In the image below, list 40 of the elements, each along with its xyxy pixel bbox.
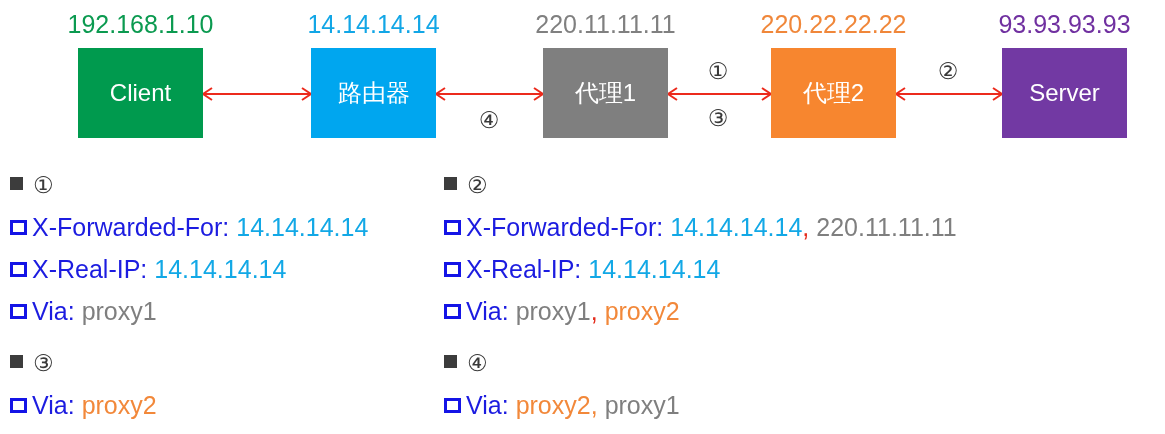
header-value: proxy2 [81, 390, 157, 420]
double-arrow [435, 87, 544, 101]
header-name: X-Real-IP: [466, 254, 582, 284]
header-name: Via: [32, 390, 75, 420]
step-number: ④ [467, 349, 488, 378]
header-value: 14.14.14.14 [236, 212, 369, 242]
node-box: Client [78, 48, 203, 138]
comma: , [802, 212, 810, 242]
header-value: 14.14.14.14 [154, 254, 287, 284]
header-value: 14.14.14.14 [670, 212, 803, 242]
double-arrow [202, 87, 312, 101]
comma: , [590, 296, 598, 326]
ip-address: 192.168.1.10 [67, 9, 214, 39]
step-number: ① [33, 171, 54, 200]
header-value: proxy2 [515, 390, 591, 420]
ip-address: 220.22.22.22 [760, 9, 907, 39]
header-name: X-Forwarded-For: [32, 212, 230, 242]
double-arrow [667, 87, 772, 101]
double-arrow [895, 87, 1003, 101]
header-name: Via: [466, 390, 509, 420]
node-box: 代理1 [543, 48, 668, 138]
header-name: Via: [466, 296, 509, 326]
header-name: X-Real-IP: [32, 254, 148, 284]
node-box: 路由器 [311, 48, 436, 138]
ip-address: 220.11.11.11 [535, 9, 676, 39]
node-box: 代理2 [771, 48, 896, 138]
header-name: Via: [32, 296, 75, 326]
header-value: proxy1 [81, 296, 157, 326]
step-number: ③ [33, 349, 54, 378]
header-value: proxy2 [604, 296, 680, 326]
step-number: ② [467, 171, 488, 200]
header-value: 14.14.14.14 [588, 254, 721, 284]
header-name: X-Forwarded-For: [466, 212, 664, 242]
node-box: Server [1002, 48, 1127, 138]
header-value: proxy1 [604, 390, 680, 420]
ip-address: 93.93.93.93 [998, 9, 1131, 39]
header-value: 220.11.11.11 [816, 212, 957, 242]
header-value: proxy1 [515, 296, 591, 326]
ip-address: 14.14.14.14 [307, 9, 440, 39]
comma: , [590, 390, 598, 420]
